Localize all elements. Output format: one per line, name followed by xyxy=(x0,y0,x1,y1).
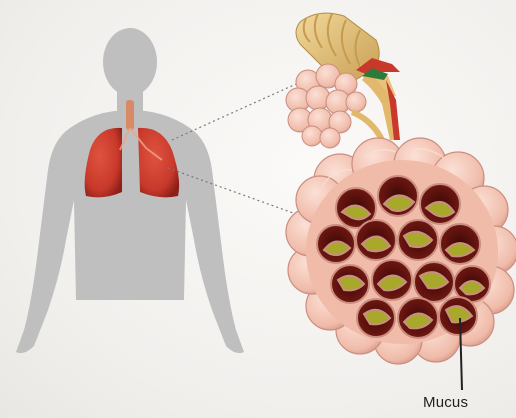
large-alveolar-cluster xyxy=(286,138,516,364)
body-silhouette xyxy=(16,28,244,353)
mucus-label: Mucus xyxy=(423,394,468,411)
bronchiole-stem xyxy=(352,112,382,140)
small-alveolar-cluster xyxy=(286,64,366,148)
